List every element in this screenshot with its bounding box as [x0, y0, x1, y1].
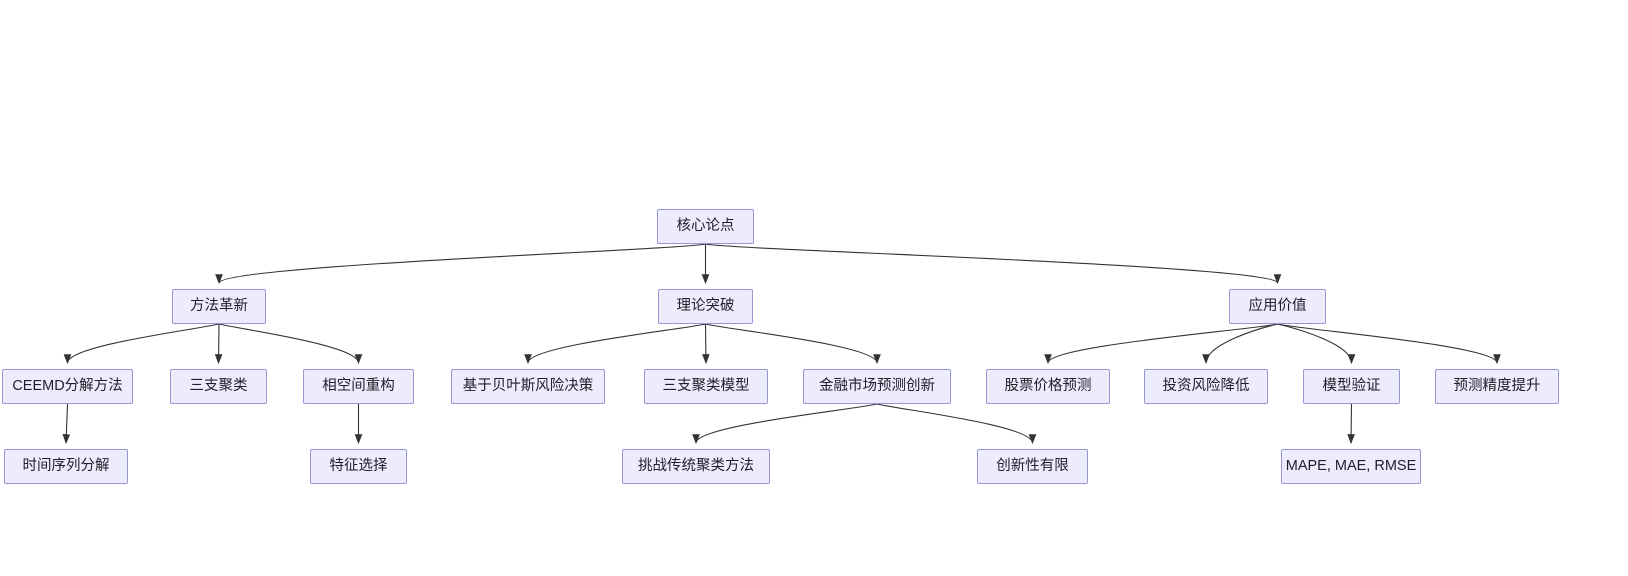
node-application[interactable]: 应用价值: [1229, 289, 1326, 324]
node-label-application: 应用价值: [1248, 298, 1307, 315]
edge-application-to-validate: [1277, 323, 1356, 365]
edge-application-to-accuracy: [1277, 323, 1501, 365]
node-tsdecomp[interactable]: 时间序列分解: [4, 449, 128, 484]
node-label-theory: 理论突破: [676, 298, 735, 315]
edge-ceemd-to-tsdecomp: [62, 403, 71, 445]
node-label-challenge: 挑战传统聚类方法: [638, 458, 754, 475]
node-label-threeway: 三支聚类: [189, 378, 248, 395]
edge-application-to-risk: [1202, 323, 1278, 365]
edge-finance-to-challenge: [692, 403, 878, 445]
node-label-ceemd: CEEMD分解方法: [12, 378, 123, 395]
node-stock[interactable]: 股票价格预测: [986, 369, 1110, 404]
node-limited[interactable]: 创新性有限: [977, 449, 1088, 484]
node-label-bayes: 基于贝叶斯风险决策: [462, 378, 594, 395]
node-finance[interactable]: 金融市场预测创新: [803, 369, 951, 404]
node-label-twmodel: 三支聚类模型: [662, 378, 750, 395]
edge-validate-to-metrics: [1347, 403, 1355, 445]
edge-theory-to-bayes: [524, 323, 706, 365]
node-label-validate: 模型验证: [1322, 378, 1381, 395]
node-label-tsdecomp: 时间序列分解: [22, 458, 110, 475]
edge-method-to-ceemd: [63, 323, 220, 365]
node-validate[interactable]: 模型验证: [1303, 369, 1400, 404]
node-label-phase: 相空间重构: [322, 378, 395, 395]
node-label-root: 核心论点: [676, 218, 735, 235]
node-threeway[interactable]: 三支聚类: [170, 369, 267, 404]
edge-theory-to-twmodel: [702, 323, 710, 365]
node-label-stock: 股票价格预测: [1004, 378, 1092, 395]
edge-method-to-phase: [218, 323, 363, 365]
node-ceemd[interactable]: CEEMD分解方法: [2, 369, 133, 404]
node-label-finance: 金融市场预测创新: [819, 378, 935, 395]
node-label-risk: 投资风险降低: [1162, 378, 1250, 395]
node-phase[interactable]: 相空间重构: [303, 369, 414, 404]
edge-finance-to-limited: [876, 403, 1037, 445]
edge-method-to-threeway: [214, 323, 223, 365]
node-method[interactable]: 方法革新: [172, 289, 266, 324]
node-challenge[interactable]: 挑战传统聚类方法: [622, 449, 770, 484]
node-label-accuracy: 预测精度提升: [1453, 378, 1541, 395]
node-label-feature: 特征选择: [329, 458, 388, 475]
node-theory[interactable]: 理论突破: [658, 289, 753, 324]
node-root[interactable]: 核心论点: [657, 209, 754, 244]
node-risk[interactable]: 投资风险降低: [1144, 369, 1268, 404]
node-bayes[interactable]: 基于贝叶斯风险决策: [451, 369, 605, 404]
node-feature[interactable]: 特征选择: [310, 449, 407, 484]
edge-root-to-method: [215, 243, 706, 285]
edge-root-to-application: [705, 243, 1282, 285]
node-label-limited: 创新性有限: [996, 458, 1069, 475]
edge-theory-to-finance: [705, 323, 881, 365]
node-accuracy[interactable]: 预测精度提升: [1435, 369, 1559, 404]
node-label-metrics: MAPE, MAE, RMSE: [1285, 458, 1417, 475]
node-twmodel[interactable]: 三支聚类模型: [644, 369, 768, 404]
node-metrics[interactable]: MAPE, MAE, RMSE: [1281, 449, 1421, 484]
edge-application-to-stock: [1044, 323, 1278, 365]
node-label-method: 方法革新: [190, 298, 248, 315]
